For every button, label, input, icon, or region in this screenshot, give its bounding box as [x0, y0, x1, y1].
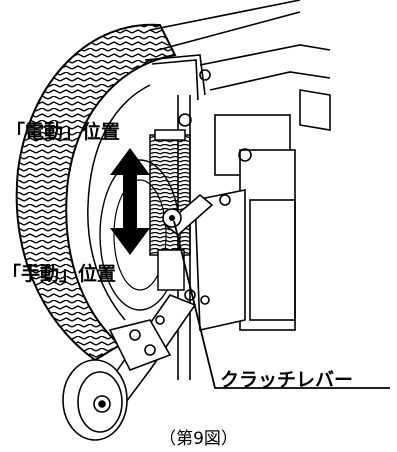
caster-assembly [62, 294, 197, 441]
double-arrow-icon [110, 148, 150, 255]
coil-spring [149, 129, 191, 291]
leader-line [173, 220, 390, 389]
manual-position-label: 「手動」位置 [2, 263, 117, 285]
clutch-lever-part [162, 193, 214, 237]
clutch-lever-label: クラッチレバー [220, 369, 354, 391]
figure-caption: （第9図） [159, 429, 238, 449]
electric-position-label: 「電動」位置 [6, 121, 121, 143]
